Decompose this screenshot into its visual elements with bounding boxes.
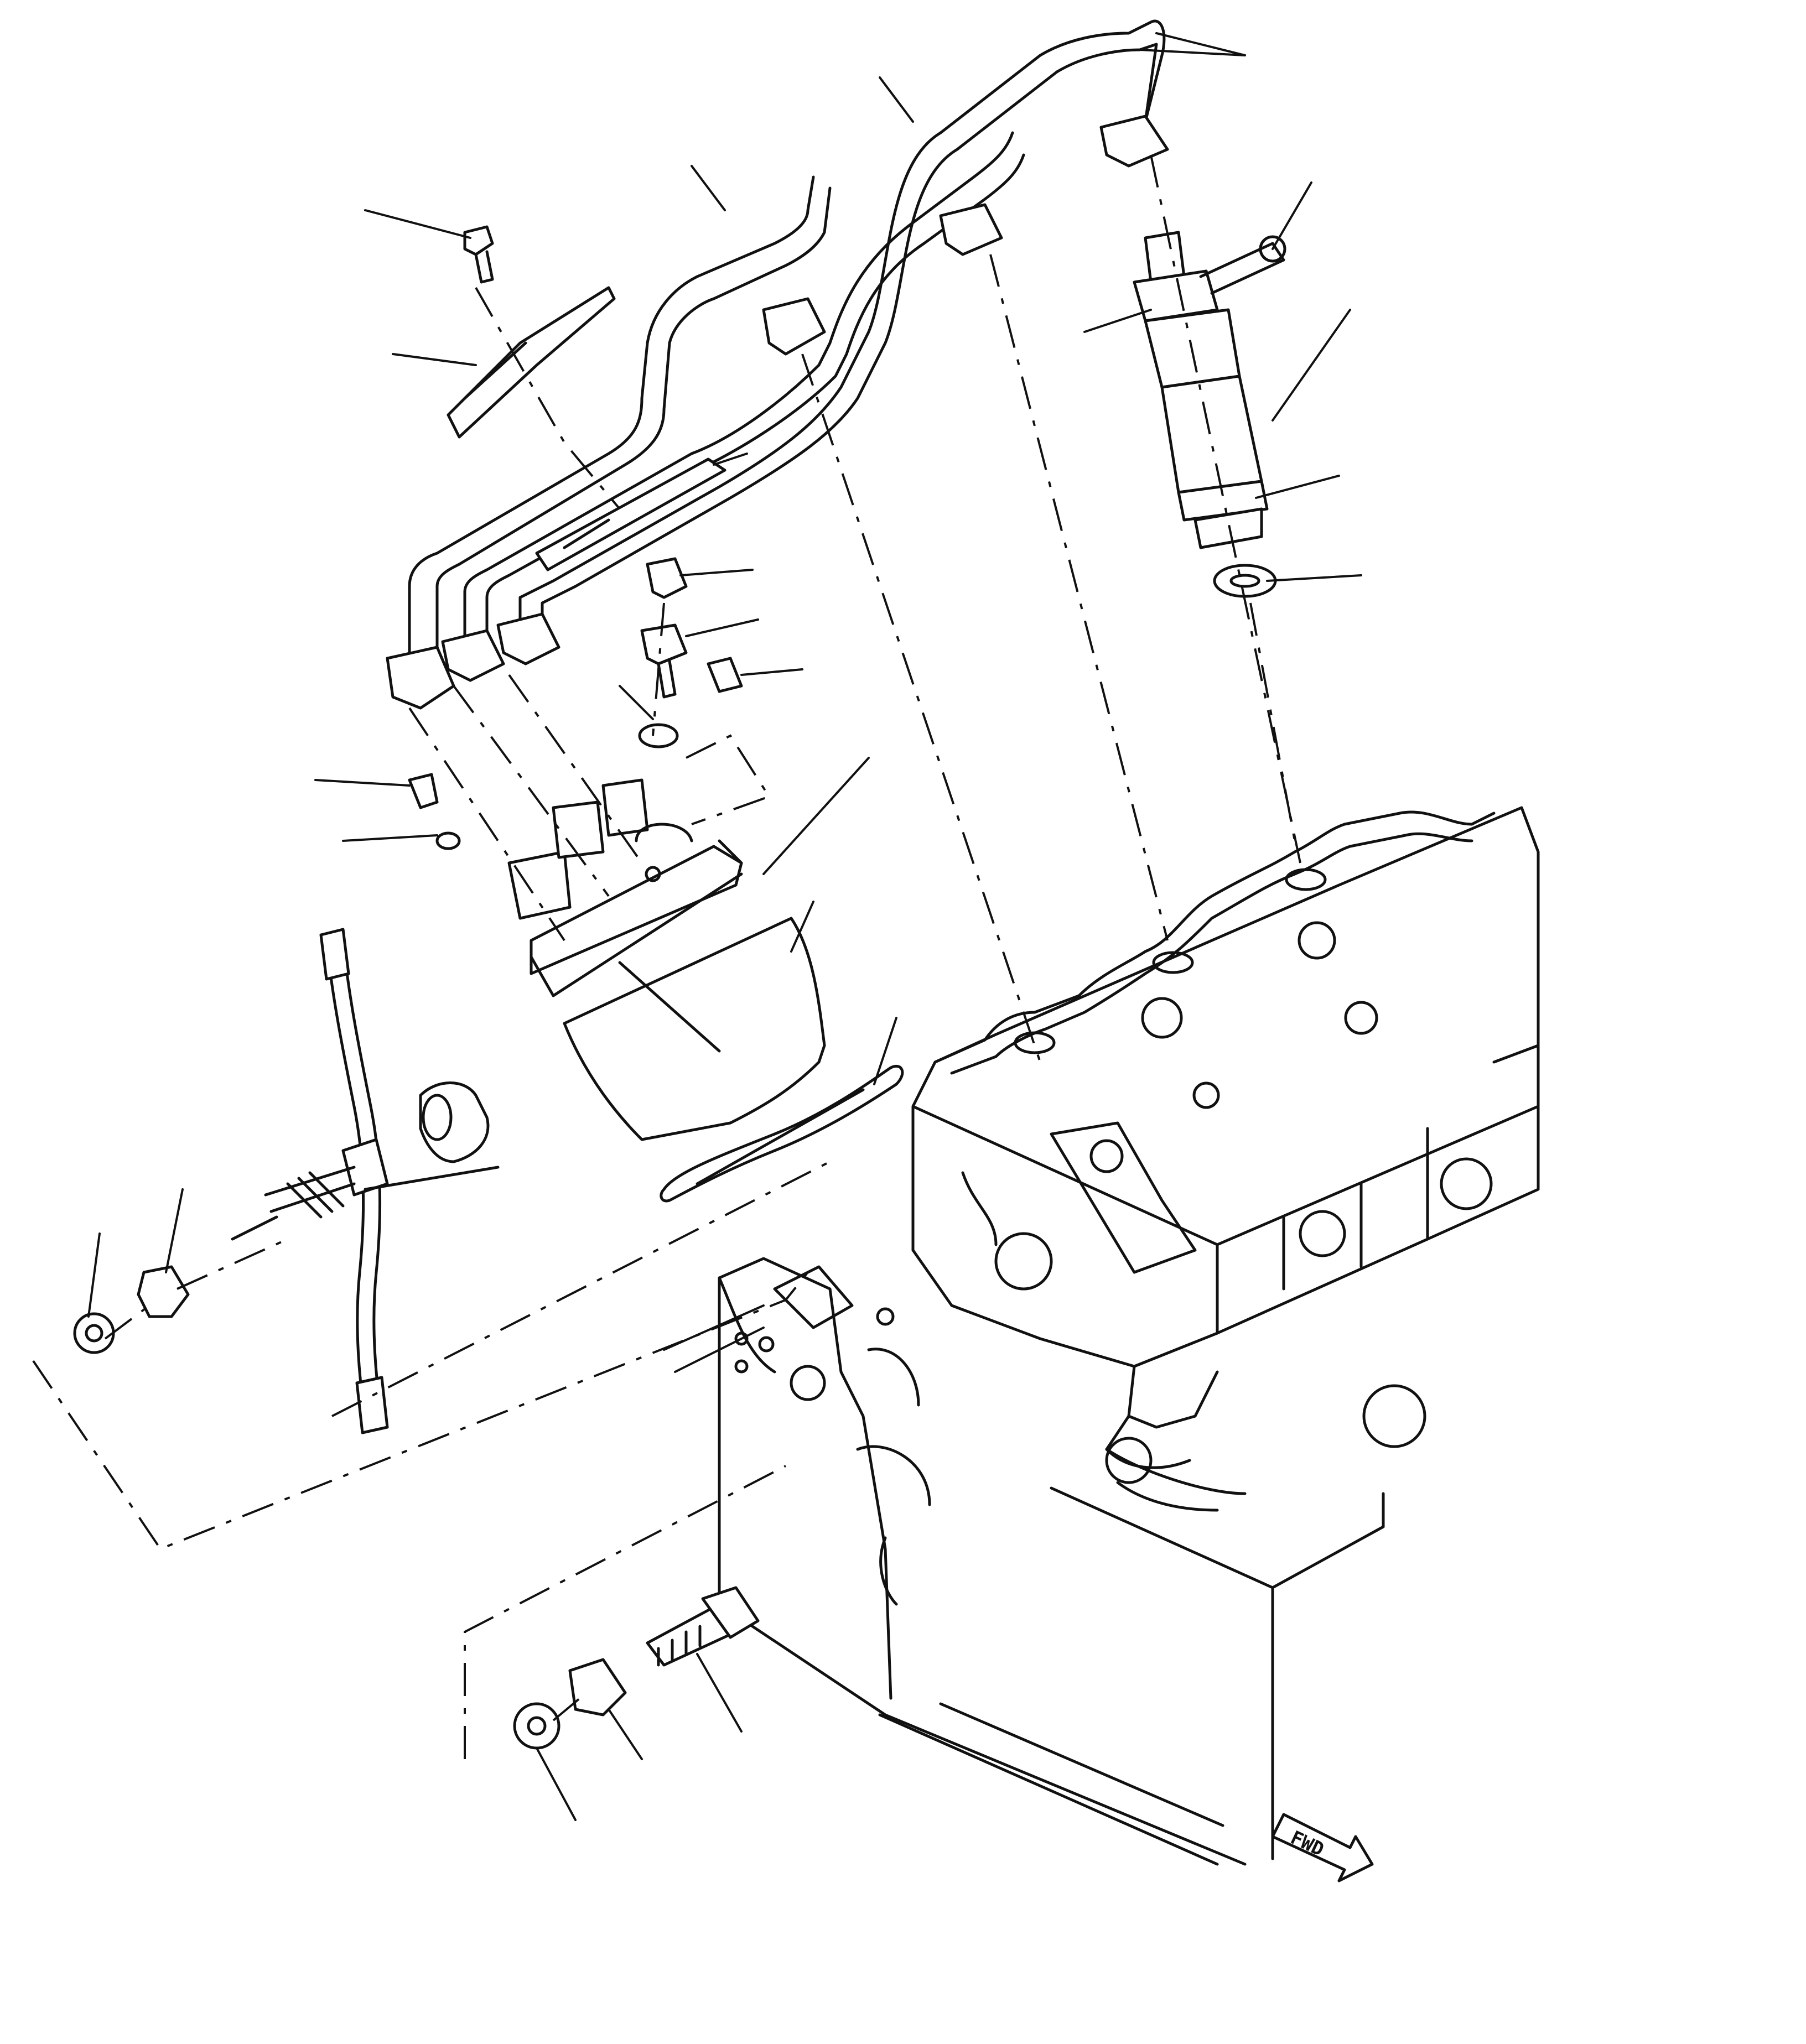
fwd-arrow-icon: FWD — [1271, 1813, 1374, 1882]
fuel-injection-lines — [408, 19, 1246, 665]
washer-b — [435, 831, 461, 850]
line-nut-3 — [1099, 115, 1169, 168]
washer-left — [73, 1312, 115, 1354]
assembly-center-lines — [32, 154, 1301, 1759]
bolt-upper — [463, 225, 494, 284]
cylinder-head — [911, 806, 1540, 1469]
banjo-bolt — [640, 623, 688, 699]
washer-a — [638, 723, 679, 748]
line-nut-1 — [762, 297, 826, 356]
line-nut-2 — [939, 203, 1003, 256]
nut-b — [707, 657, 743, 693]
fuel-injection-pump — [507, 778, 826, 1141]
engine-block — [718, 1257, 1426, 1866]
nut-c — [408, 773, 439, 809]
nut-lower — [568, 1658, 627, 1717]
line-nut-5 — [441, 629, 505, 682]
line-nut-4 — [386, 646, 455, 710]
injection-nozzle — [1133, 231, 1286, 598]
leak-off-pipe — [535, 457, 726, 571]
pump-gasket — [660, 1064, 904, 1203]
line-nut-6 — [496, 612, 561, 665]
fuel-shutoff-solenoid-harness — [231, 928, 500, 1434]
washer-lower — [513, 1702, 561, 1750]
line-clamp — [447, 286, 616, 439]
callout-leaders — [87, 32, 1362, 1821]
pump-mounting-stud — [646, 1586, 760, 1667]
nut-left — [137, 1265, 190, 1318]
nut-a — [646, 557, 688, 599]
